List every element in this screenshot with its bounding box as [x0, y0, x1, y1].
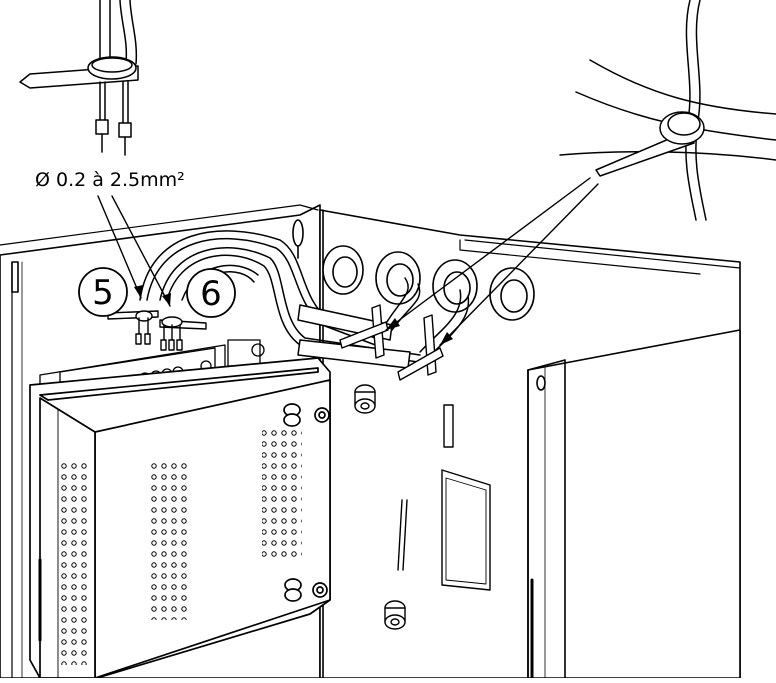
arrow-to-knockout-tie-2 — [439, 183, 599, 346]
terminal-cable-tie-6 — [159, 316, 207, 351]
arrow-to-tie-6 — [111, 195, 171, 307]
terminal-cable-tie-5 — [107, 310, 159, 345]
cable-tie-knockout-2 — [339, 304, 389, 359]
power-supply-module — [29, 357, 331, 679]
cable-knockouts — [322, 245, 535, 321]
standoff-back-2 — [384, 600, 406, 630]
arrow-to-tie-5 — [97, 195, 142, 299]
knockout-1 — [322, 245, 364, 295]
knockout-3 — [432, 259, 478, 313]
enclosure-door-panel — [527, 329, 741, 680]
knockout-2 — [375, 251, 421, 305]
standoff-back-1 — [354, 384, 376, 414]
back-wall-details — [354, 384, 491, 630]
vent-grid-center — [150, 460, 190, 620]
step-marker-5-label: 5 — [92, 273, 114, 313]
pcb-standoffs — [283, 403, 330, 602]
knockout-4 — [489, 267, 535, 321]
vent-grid-right — [262, 430, 302, 560]
detail-ferrule-tie — [19, 0, 139, 156]
cable-tie-knockout-3 — [397, 314, 444, 381]
step-marker-6-label: 6 — [200, 274, 222, 314]
step-marker-6: 6 — [186, 268, 236, 318]
callout-arrows — [97, 177, 599, 346]
vent-grid-left — [60, 460, 88, 665]
arrow-to-knockout-tie-1 — [385, 177, 591, 331]
step-marker-5: 5 — [78, 267, 128, 317]
detail-bundle-tie — [559, 0, 776, 221]
wire-gauge-label: Ø 0.2 à 2.5mm² — [35, 169, 185, 191]
